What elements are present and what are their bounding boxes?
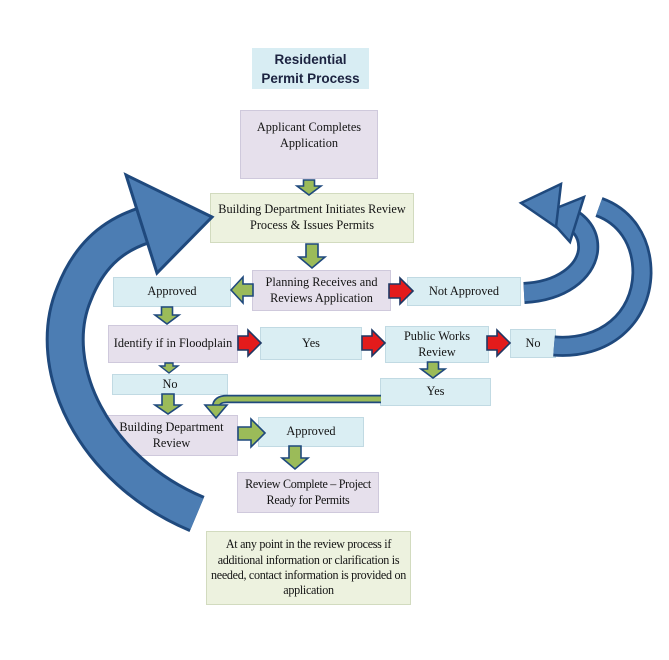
node-label: Yes bbox=[302, 335, 320, 350]
red-right-arrow-icon bbox=[361, 328, 387, 358]
blue-return-arrow-inner-icon bbox=[523, 194, 600, 304]
node-label: Identify if in Floodplain bbox=[113, 336, 233, 351]
node-label: Review Complete – Project Ready for Perm… bbox=[245, 477, 371, 507]
blue-return-arrow-outer-icon bbox=[518, 181, 653, 357]
green-down-arrow-icon bbox=[296, 243, 328, 270]
node-floodplain-no: No bbox=[112, 374, 228, 395]
node-not-approved: Not Approved bbox=[407, 277, 521, 306]
title-line-2: Permit Process bbox=[261, 70, 360, 86]
node-label: At any point in the review process if ad… bbox=[211, 537, 406, 598]
title-line-1: Residential bbox=[274, 51, 347, 67]
node-approved-planning: Approved bbox=[113, 277, 231, 307]
node-label: Public Works Review bbox=[403, 328, 471, 359]
node-label: Planning Receives and Reviews Applicatio… bbox=[265, 274, 378, 305]
node-label: Applicant Completes Application bbox=[256, 120, 362, 150]
node-label: Not Approved bbox=[428, 283, 500, 298]
node-label: No bbox=[162, 376, 178, 391]
green-down-arrow-icon bbox=[157, 362, 181, 374]
node-building-department-review: Building Department Review bbox=[105, 415, 238, 456]
green-down-arrow-icon bbox=[279, 445, 311, 471]
node-public-works-review: Public Works Review bbox=[385, 326, 489, 363]
node-public-works-yes: Yes bbox=[380, 378, 491, 406]
node-label: No bbox=[525, 335, 541, 350]
node-planning-receives-reviews: Planning Receives and Reviews Applicatio… bbox=[252, 270, 391, 311]
node-label: Approved bbox=[286, 424, 336, 439]
green-down-arrow-icon bbox=[418, 361, 448, 379]
node-label: Building Department Review bbox=[119, 419, 224, 450]
flowchart-title: Residential Permit Process bbox=[252, 48, 369, 89]
node-floodplain-yes: Yes bbox=[260, 327, 362, 360]
node-contact-note: At any point in the review process if ad… bbox=[206, 531, 411, 605]
green-down-arrow-icon bbox=[152, 306, 182, 325]
node-applicant-completes-application: Applicant Completes Application bbox=[240, 110, 378, 179]
red-right-arrow-icon bbox=[237, 328, 263, 358]
node-building-department-initiates-review: Building Department Initiates Review Pro… bbox=[210, 193, 414, 243]
node-approved-final: Approved bbox=[258, 417, 364, 447]
node-label: Yes bbox=[426, 384, 445, 399]
node-review-complete: Review Complete – Project Ready for Perm… bbox=[237, 472, 379, 513]
red-right-arrow-icon bbox=[486, 328, 512, 358]
green-down-arrow-icon bbox=[152, 393, 184, 415]
node-identify-if-floodplain: Identify if in Floodplain bbox=[108, 325, 238, 363]
node-label: Building Department Initiates Review Pro… bbox=[218, 202, 406, 232]
node-label: Approved bbox=[147, 284, 197, 299]
green-left-arrow-icon bbox=[229, 274, 254, 306]
node-public-works-no: No bbox=[510, 329, 556, 358]
